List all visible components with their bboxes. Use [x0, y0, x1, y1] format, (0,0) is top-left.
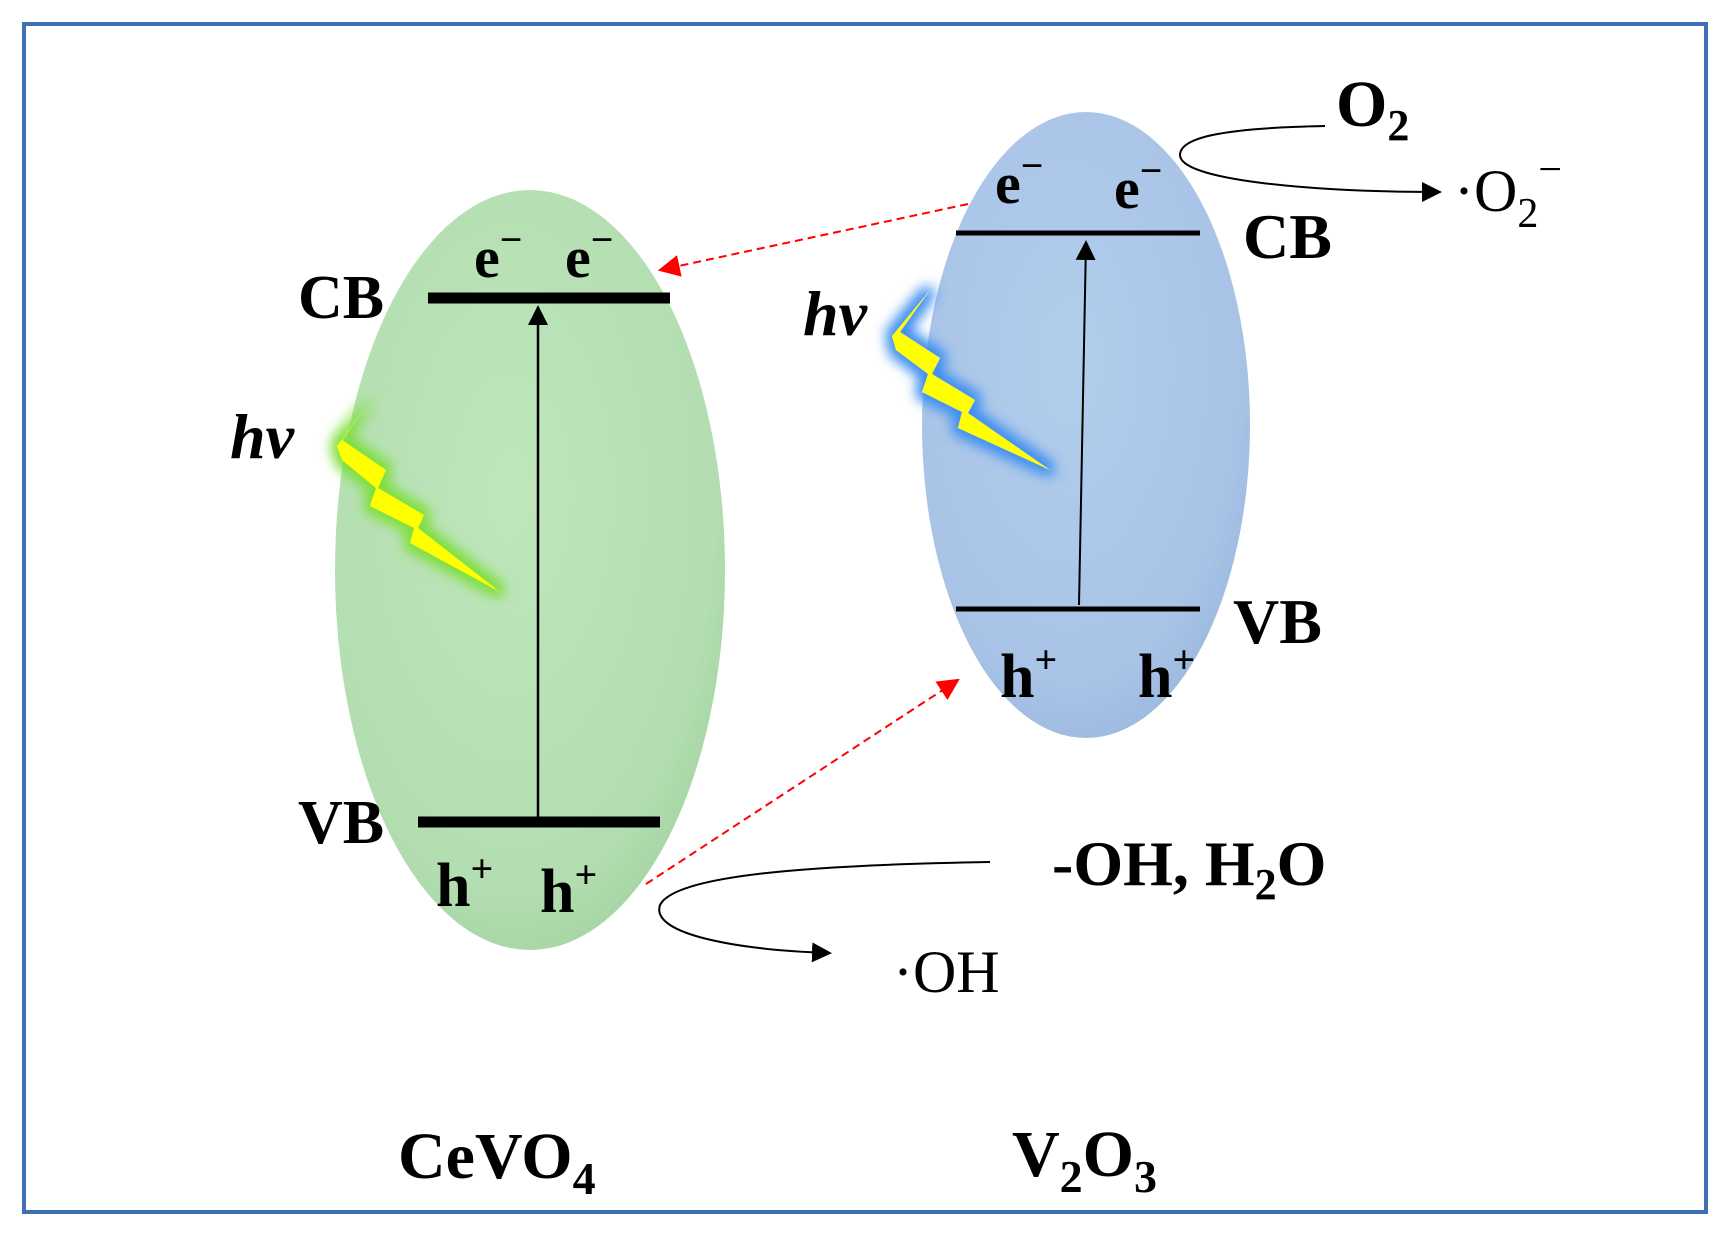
oxygen-label: O2 — [1336, 68, 1409, 150]
hydroxyl-radical-label: ·OH — [893, 939, 1000, 1005]
cevo4-ellipse — [335, 190, 725, 950]
figure-frame — [22, 22, 1708, 1214]
v2o3-material-label: V2O3 — [1012, 1118, 1157, 1202]
cevo4-electron-2: e− — [565, 217, 614, 290]
cevo4-electron-1: e− — [474, 217, 523, 290]
superoxide-label: ·O2− — [1454, 147, 1562, 237]
v2o3-hole-2: h+ — [1138, 637, 1195, 711]
v2o3-ellipse — [922, 112, 1250, 738]
hydroxyl-oxidation-arrow — [658, 861, 991, 963]
v2o3-particle: CB VB e− e− h+ h+ hv — [803, 112, 1332, 738]
v2o3-cb-label: CB — [1243, 201, 1332, 272]
oh-h2o-label: -OH, H2O — [1052, 828, 1326, 909]
v2o3-electron-2: e− — [1114, 148, 1163, 221]
v2o3-electron-1: e− — [995, 143, 1044, 216]
v2o3-excitation-arrow — [1075, 240, 1096, 606]
cevo4-particle: CB VB e− e− h+ h+ hv — [230, 190, 725, 950]
v2o3-photon-label: hv — [803, 278, 868, 349]
oxygen-reduction-arrow — [1178, 125, 1442, 202]
cevo4-hole-2: h+ — [540, 852, 597, 926]
electron-transfer-arrow — [657, 203, 969, 277]
hole-transfer-arrow — [645, 678, 960, 885]
v2o3-vb-label: VB — [1233, 586, 1322, 657]
v2o3-hole-1: h+ — [1000, 637, 1057, 711]
cevo4-hole-1: h+ — [436, 846, 493, 920]
cevo4-photon-label: hv — [230, 401, 295, 472]
cevo4-vb-label: VB — [298, 789, 384, 857]
cevo4-cb-label: CB — [298, 264, 384, 332]
cevo4-material-label: CeVO4 — [398, 1120, 596, 1204]
